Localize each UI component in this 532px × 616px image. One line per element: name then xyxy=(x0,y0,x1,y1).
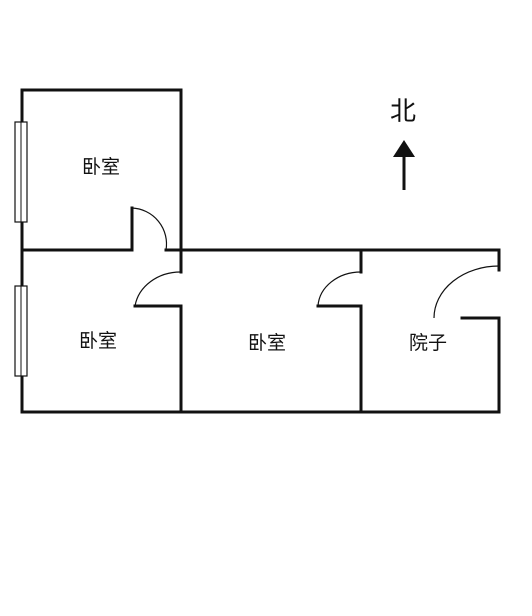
room-label-courtyard: 院子 xyxy=(409,332,447,354)
door-arc-top-left xyxy=(131,207,168,251)
north-label: 北 xyxy=(390,97,416,127)
north-arrow-icon xyxy=(393,140,415,157)
doors xyxy=(131,207,500,319)
door-arc-courtyard xyxy=(433,265,500,319)
walls xyxy=(20,88,501,414)
windows xyxy=(14,121,28,377)
room-label-bedroom-top-left: 卧室 xyxy=(82,156,120,178)
room-label-bedroom-middle: 卧室 xyxy=(248,332,286,354)
door-arc-lower-left xyxy=(134,271,182,307)
room-label-bedroom-bottom-left: 卧室 xyxy=(79,330,117,352)
room-labels: 卧室 卧室 卧室 院子 xyxy=(79,156,447,354)
door-arc-middle xyxy=(317,271,362,307)
north-indicator: 北 xyxy=(390,97,416,190)
